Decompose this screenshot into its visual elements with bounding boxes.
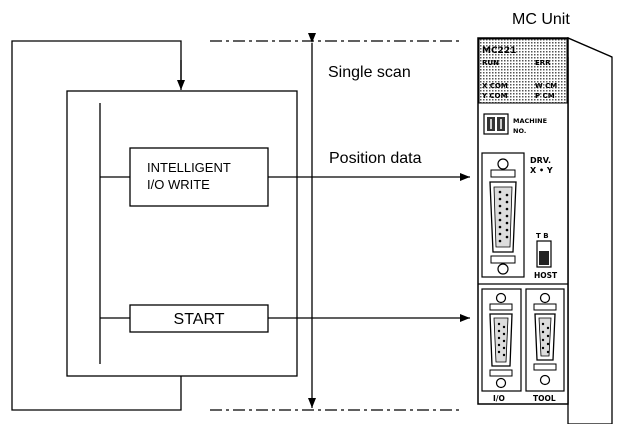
led-err: ERR <box>535 59 551 67</box>
start-instruction <box>129 304 269 333</box>
switch-tb-label: T B <box>536 232 549 240</box>
mc-unit-title: MC Unit <box>512 11 570 28</box>
led-xcom: X COM <box>482 82 508 90</box>
mc-unit-device: MC221 RUN ERR X COM W CM Y COM P CM MACH… <box>477 37 613 424</box>
host-tool-switch[interactable] <box>536 240 552 268</box>
machine-label-line1: MACHINE <box>513 117 547 125</box>
host-label: HOST <box>534 271 558 280</box>
led-pcm: P CM <box>535 92 555 100</box>
start-label: START <box>174 311 225 328</box>
program-loop <box>11 40 185 411</box>
io-label: I/O <box>493 394 505 403</box>
led-ycom: Y COM <box>481 92 508 100</box>
led-wcm: W CM <box>535 82 557 90</box>
tool-label: TOOL <box>533 394 556 403</box>
machine-label-line2: NO. <box>513 127 526 135</box>
io-write-label-line1: INTELLIGENT <box>147 160 231 175</box>
io-write-instruction <box>129 147 269 207</box>
led-run: RUN <box>482 59 499 67</box>
tool-connector[interactable] <box>525 288 565 392</box>
rung-io-write: INTELLIGENT I/O WRITE <box>100 147 269 207</box>
ladder-program-box <box>66 90 298 377</box>
io-write-label-line2: I/O WRITE <box>147 177 210 192</box>
position-data-label: Position data <box>329 150 422 167</box>
indicator-panel <box>478 38 568 104</box>
drv-label-line2: X • Y <box>530 166 553 175</box>
drv-xy-connector[interactable] <box>481 152 525 278</box>
io-connector[interactable] <box>481 288 522 392</box>
model-label: MC221 <box>482 46 516 56</box>
machine-no-switch[interactable] <box>483 113 509 135</box>
single-scan-label: Single scan <box>328 64 411 81</box>
drv-label-line1: DRV. <box>530 156 551 165</box>
rung-start: START <box>100 304 269 333</box>
